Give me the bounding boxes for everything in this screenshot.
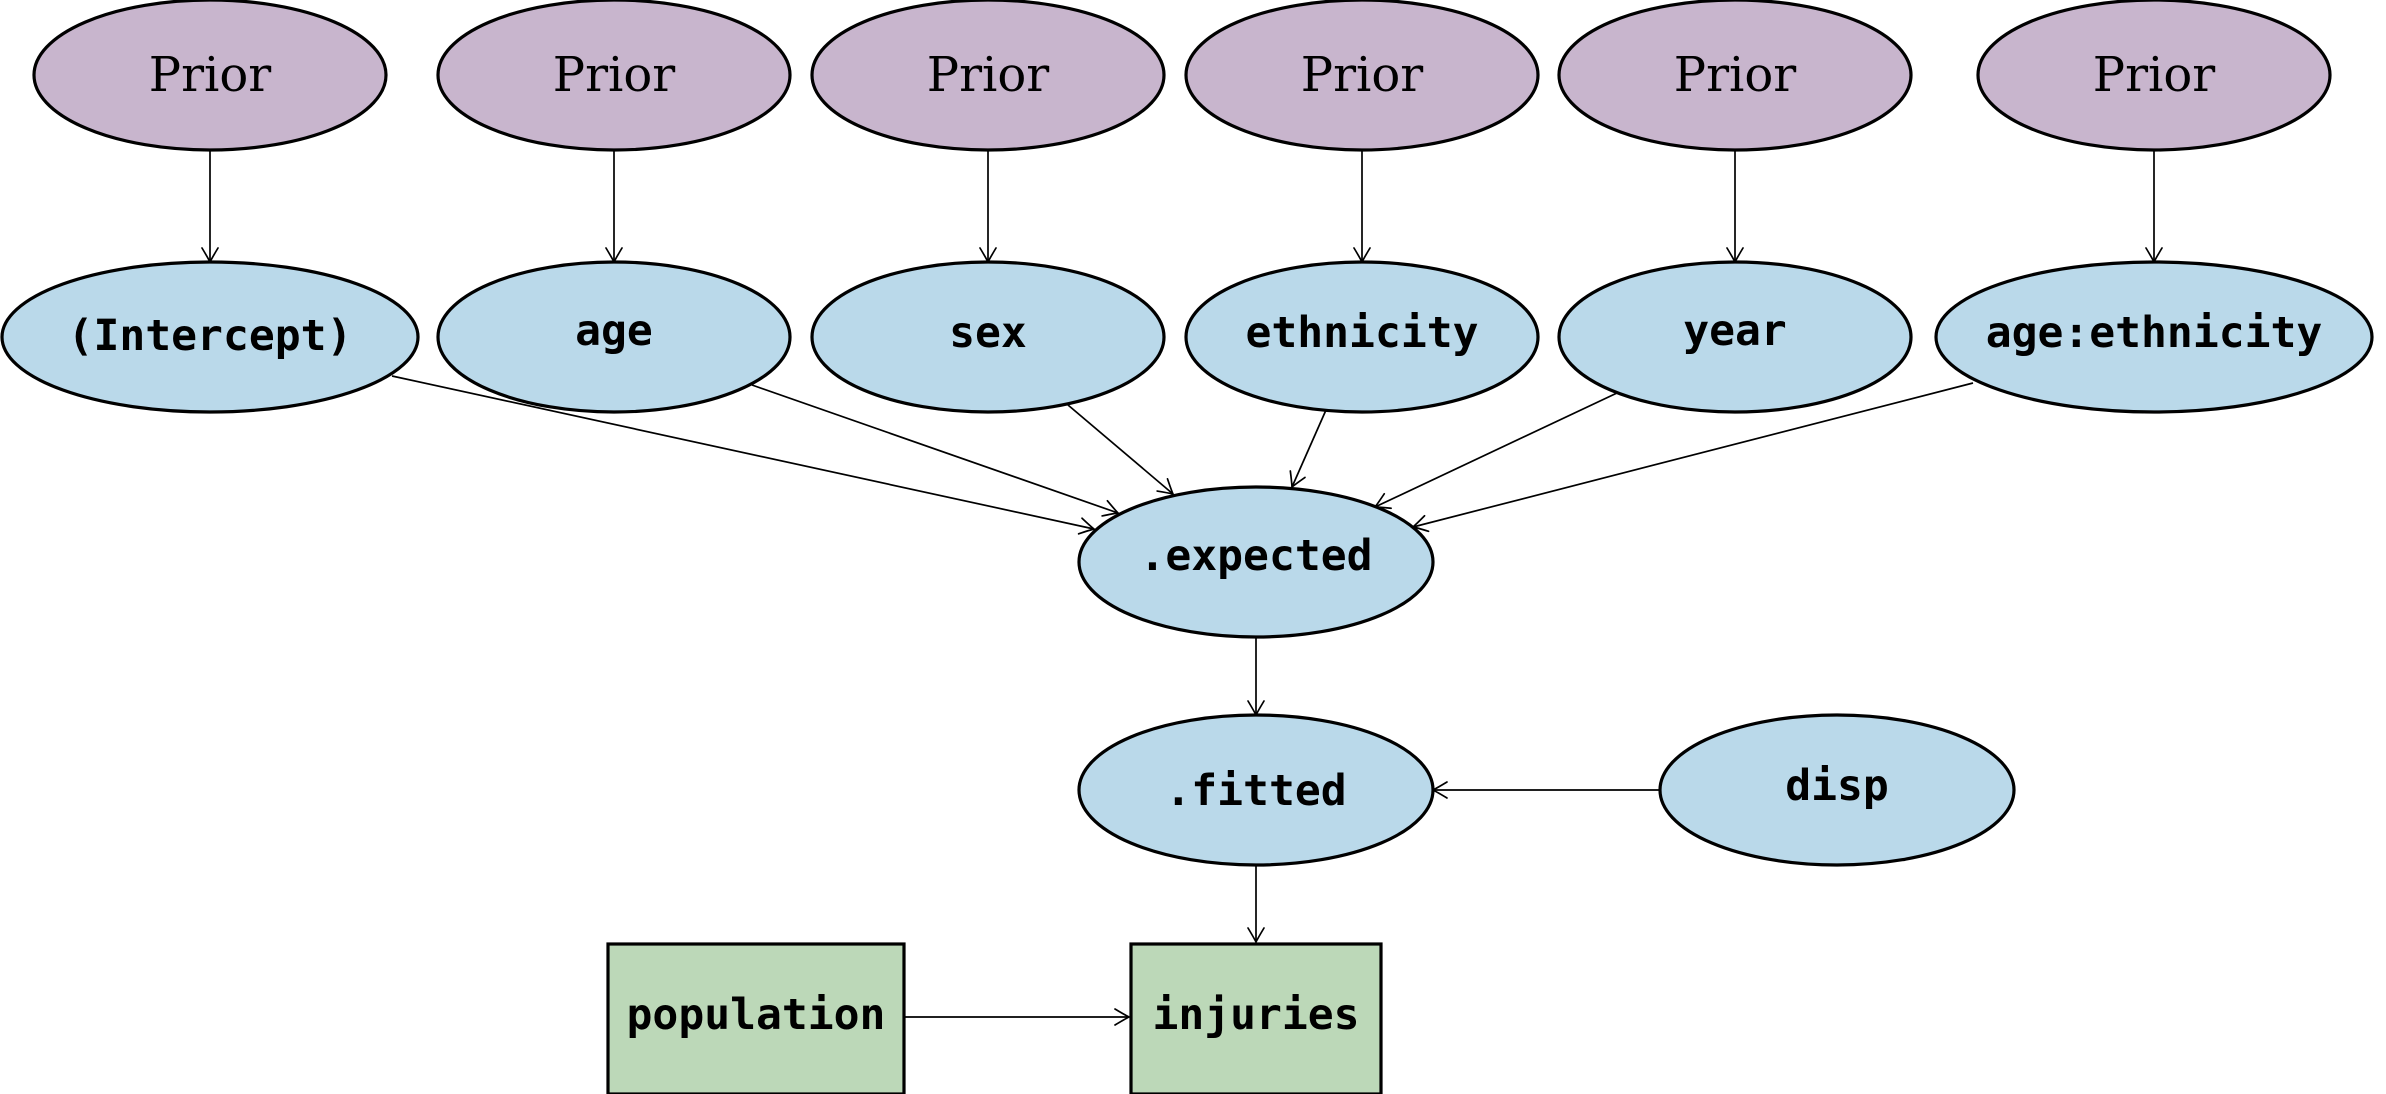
node-label-disp: disp (1785, 761, 1889, 811)
prior-node-sex: Prior (810, 0, 1166, 152)
edge-prior-age (605, 150, 623, 264)
prior-node-ethnicity: Prior (1184, 0, 1540, 152)
edge-expected-fitted (1247, 637, 1265, 717)
node-age-ethnicity: age:ethnicity (1934, 260, 2374, 414)
prior-label: Prior (1301, 47, 1423, 103)
prior-label: Prior (927, 47, 1049, 103)
edge-prior-ethnicity (1353, 150, 1371, 264)
prior-node-age: Prior (436, 0, 792, 152)
prior-label: Prior (1674, 47, 1796, 103)
node-label-year: year (1683, 306, 1787, 356)
prior-label: Prior (553, 47, 675, 103)
node-intercept: (Intercept) (0, 260, 420, 414)
arrowhead (1114, 1008, 1131, 1026)
prior-node-intercept: Prior (32, 0, 388, 152)
edge-intercept-expected (391, 375, 1096, 535)
node-expected: .expected (1077, 485, 1435, 639)
node-population: population (606, 942, 906, 1094)
edges (201, 150, 2163, 1026)
node-year: year (1557, 260, 1913, 414)
node-label-expected: .expected (1140, 531, 1373, 581)
arrowhead (1077, 517, 1096, 535)
node-label-population: population (627, 990, 886, 1040)
node-label-age-ethnicity: age:ethnicity (1986, 308, 2323, 358)
prior-label: Prior (2093, 47, 2215, 103)
prior-node-year: Prior (1557, 0, 1913, 152)
node-fitted: .fitted (1077, 713, 1435, 867)
edge-prior-year (1726, 150, 1744, 264)
node-label-sex: sex (949, 308, 1027, 358)
node-ethnicity: ethnicity (1184, 260, 1540, 414)
edge-age-expected (751, 384, 1120, 517)
edge-sex-expected (1067, 404, 1175, 496)
node-injuries: injuries (1129, 942, 1383, 1094)
node-label-injuries: injuries (1152, 990, 1359, 1040)
node-label-intercept: (Intercept) (68, 311, 353, 361)
edge-ethnicity-expected (1289, 409, 1327, 489)
edge-prior-age-ethnicity (2145, 150, 2163, 264)
node-label-age: age (575, 306, 653, 356)
edge-population-injuries (904, 1008, 1131, 1026)
node-disp: disp (1658, 713, 2016, 867)
edge-disp-fitted (1431, 781, 1660, 799)
edge-prior-sex (979, 150, 997, 264)
edge-fitted-injuries (1247, 865, 1265, 944)
arrowhead (1101, 499, 1120, 517)
node-age: age (436, 260, 792, 414)
node-sex: sex (810, 260, 1166, 414)
node-label-fitted: .fitted (1165, 766, 1346, 816)
prior-label: Prior (149, 47, 271, 103)
prior-node-age-ethnicity: Prior (1976, 0, 2332, 152)
edge-prior-intercept (201, 150, 219, 264)
arrowhead (1156, 477, 1175, 496)
arrowhead (1247, 927, 1265, 944)
node-label-ethnicity: ethnicity (1246, 308, 1479, 358)
